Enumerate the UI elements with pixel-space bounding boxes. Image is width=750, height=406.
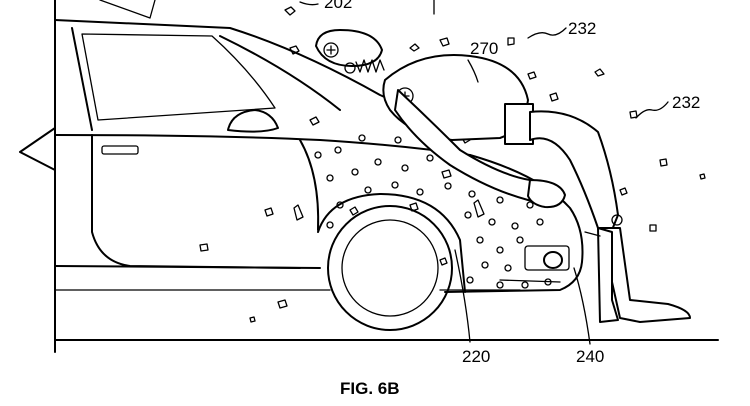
label-270: 270 bbox=[470, 39, 498, 58]
pedestrian bbox=[315, 29, 691, 323]
reference-labels: 202 232 232 270 220 240 bbox=[324, 0, 700, 366]
label-232-right: 232 bbox=[672, 93, 700, 112]
debris-particles bbox=[199, 6, 706, 323]
figure-caption: FIG. 6B bbox=[340, 379, 400, 398]
label-220: 220 bbox=[462, 347, 490, 366]
label-202: 202 bbox=[324, 0, 352, 12]
break-line bbox=[19, 127, 56, 197]
label-240: 240 bbox=[576, 347, 604, 366]
leader-lines bbox=[99, 0, 669, 345]
label-232-top: 232 bbox=[568, 19, 596, 38]
vehicle bbox=[54, 19, 584, 331]
